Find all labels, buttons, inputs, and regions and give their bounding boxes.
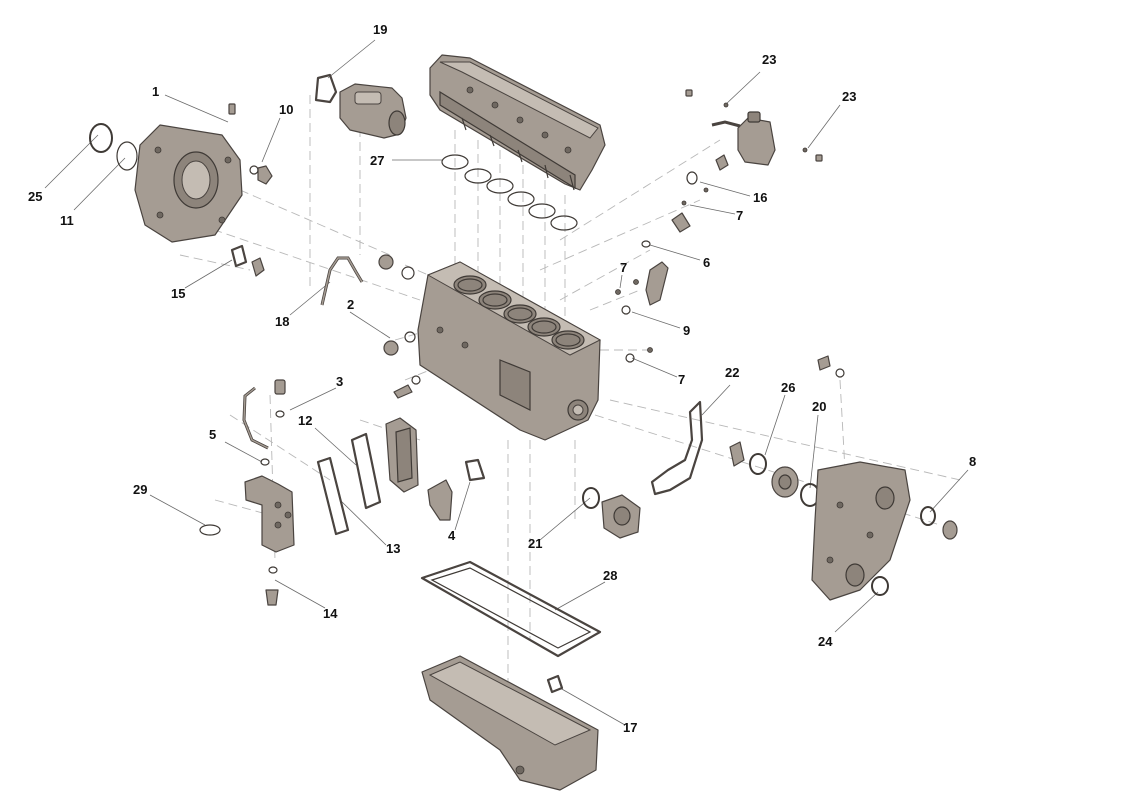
callout-9: 9 xyxy=(683,323,690,338)
callout-16: 16 xyxy=(753,190,767,205)
drive-pulley xyxy=(729,441,820,507)
callout-11: 11 xyxy=(60,213,74,228)
callout-6: 6 xyxy=(703,255,710,270)
callout-24: 24 xyxy=(818,634,833,649)
flywheel-housing xyxy=(89,103,273,243)
callout-4: 4 xyxy=(448,528,456,543)
callout-2: 2 xyxy=(347,297,354,312)
callout-27: 27 xyxy=(370,153,384,168)
access-cover xyxy=(230,244,265,277)
callout-15: 15 xyxy=(171,286,185,301)
callout-22: 22 xyxy=(725,365,739,380)
callout-5: 5 xyxy=(209,427,216,442)
cylinder-liner-seal-rings xyxy=(441,154,578,231)
callout-1: 1 xyxy=(152,84,159,99)
oil-cooler-gaskets xyxy=(316,417,419,536)
callout-19: 19 xyxy=(373,22,387,37)
water-pump xyxy=(582,487,641,539)
callout-leader-lines xyxy=(44,39,969,726)
water-inlet-elbow xyxy=(427,458,486,521)
callout-8: 8 xyxy=(969,454,976,469)
callout-3: 3 xyxy=(336,374,343,389)
callout-25: 25 xyxy=(28,189,42,204)
oil-pan-gasket xyxy=(420,560,602,658)
callout-labels: 1 19 10 27 23 23 25 11 16 7 6 7 15 2 18 … xyxy=(28,22,976,735)
sensors-and-fittings xyxy=(615,154,729,363)
callout-7b: 7 xyxy=(620,260,627,275)
callout-10: 10 xyxy=(279,102,293,117)
callout-12: 12 xyxy=(298,413,312,428)
callout-7a: 7 xyxy=(736,208,743,223)
starter-motor xyxy=(314,73,407,139)
callout-13: 13 xyxy=(386,541,400,556)
callout-7c: 7 xyxy=(678,372,685,387)
callout-29: 29 xyxy=(133,482,147,497)
cylinder-head xyxy=(429,54,606,191)
callout-21: 21 xyxy=(528,536,542,551)
oil-filter-head xyxy=(199,475,295,606)
oil-line xyxy=(242,379,286,466)
engine-block xyxy=(417,261,602,441)
front-gear-cover xyxy=(811,355,958,601)
block-plugs xyxy=(378,254,421,399)
oil-pan xyxy=(421,655,599,791)
dipstick-tube xyxy=(320,256,364,306)
callout-23b: 23 xyxy=(842,89,856,104)
callout-14: 14 xyxy=(323,606,338,621)
callout-17: 17 xyxy=(623,720,637,735)
callout-23a: 23 xyxy=(762,52,776,67)
callout-20: 20 xyxy=(812,399,826,414)
callout-18: 18 xyxy=(275,314,289,329)
callout-26: 26 xyxy=(781,380,795,395)
callout-28: 28 xyxy=(603,568,617,583)
fuel-filter-assembly xyxy=(685,89,823,166)
front-cover-gasket xyxy=(650,400,704,496)
